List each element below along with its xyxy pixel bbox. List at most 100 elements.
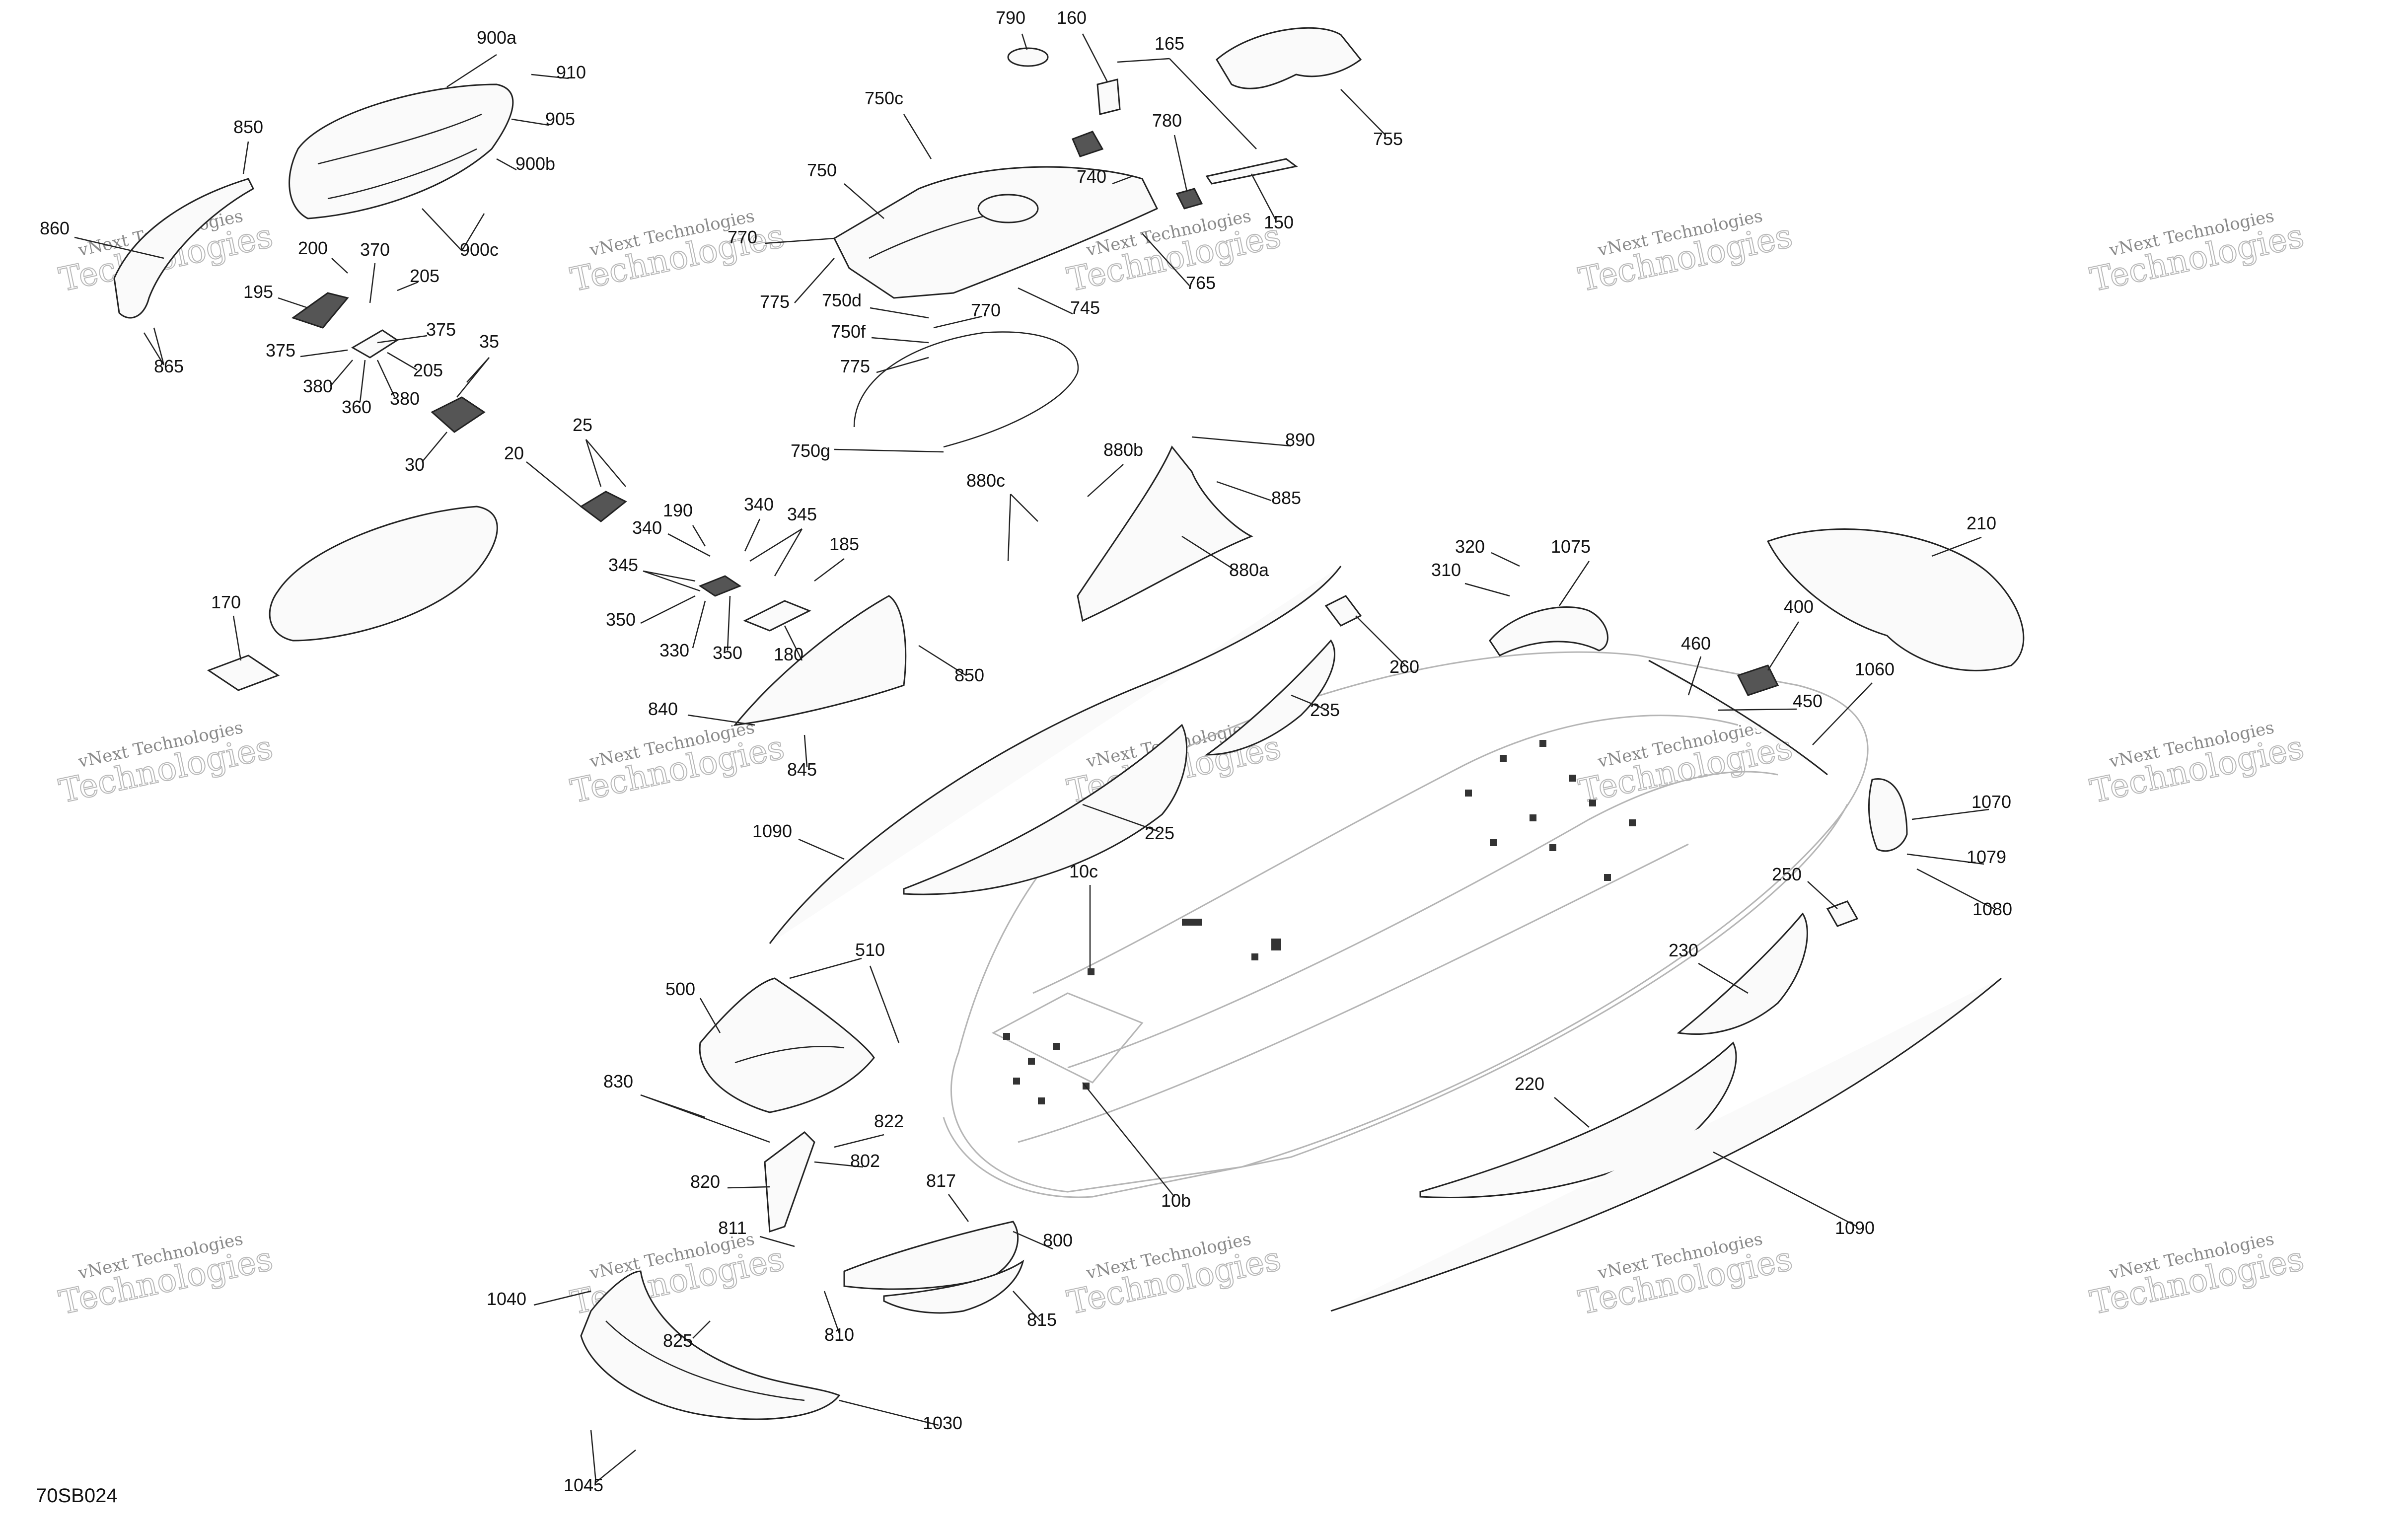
hull-nuts bbox=[1003, 740, 1636, 1104]
hood-500 bbox=[699, 977, 875, 1113]
callout-260: 260 bbox=[1389, 656, 1419, 677]
plate-170 bbox=[207, 654, 280, 691]
callout-165: 165 bbox=[1155, 33, 1184, 54]
callout-200: 200 bbox=[298, 238, 328, 258]
callout-375: 375 bbox=[266, 340, 295, 361]
callout-10c: 10c bbox=[1069, 861, 1098, 881]
bracket-185 bbox=[743, 600, 811, 632]
callout-1079: 1079 bbox=[1967, 847, 2006, 867]
rub-rail-1090-right bbox=[1330, 977, 2002, 1312]
callout-10b: 10b bbox=[1161, 1190, 1191, 1211]
callout-815: 815 bbox=[1027, 1309, 1057, 1330]
callout-865: 865 bbox=[154, 356, 184, 376]
callout-880b: 880b bbox=[1103, 439, 1143, 460]
callout-775: 775 bbox=[760, 291, 790, 312]
callout-1090: 1090 bbox=[1835, 1218, 1875, 1238]
seal-loop-750g bbox=[853, 331, 1079, 448]
callout-910: 910 bbox=[556, 62, 586, 82]
callout-35: 35 bbox=[479, 331, 499, 352]
grip-225 bbox=[903, 724, 1188, 895]
callout-890: 890 bbox=[1285, 430, 1315, 450]
callout-330: 330 bbox=[659, 640, 689, 660]
callout-150: 150 bbox=[1264, 212, 1294, 232]
callout-905: 905 bbox=[545, 109, 575, 129]
callout-820: 820 bbox=[690, 1171, 720, 1192]
latch-160 bbox=[1096, 78, 1121, 115]
callout-802: 802 bbox=[850, 1151, 880, 1171]
callout-500: 500 bbox=[665, 979, 695, 999]
callout-1090: 1090 bbox=[752, 821, 792, 841]
callout-195: 195 bbox=[243, 282, 273, 302]
callout-180: 180 bbox=[774, 644, 803, 664]
callout-770: 770 bbox=[728, 227, 757, 247]
callout-205: 205 bbox=[410, 266, 439, 286]
callout-375: 375 bbox=[426, 319, 456, 340]
rub-rail-1090-left bbox=[769, 566, 1342, 944]
callout-310: 310 bbox=[1431, 560, 1461, 580]
callout-770: 770 bbox=[971, 300, 1001, 320]
callout-220: 220 bbox=[1515, 1074, 1544, 1094]
trim-815 bbox=[883, 1259, 1024, 1314]
callout-845: 845 bbox=[787, 759, 817, 780]
cover-790 bbox=[1007, 47, 1049, 67]
callout-775: 775 bbox=[840, 356, 870, 376]
callout-885: 885 bbox=[1271, 488, 1301, 508]
callout-817: 817 bbox=[926, 1170, 956, 1191]
callout-20: 20 bbox=[504, 443, 524, 463]
callout-750c: 750c bbox=[865, 88, 903, 108]
bumper-1030 bbox=[580, 1270, 841, 1420]
callout-900a: 900a bbox=[477, 27, 517, 48]
callout-350: 350 bbox=[713, 643, 742, 663]
callout-811: 811 bbox=[718, 1218, 746, 1238]
bracket-400 bbox=[1737, 664, 1779, 696]
callout-170: 170 bbox=[211, 592, 241, 612]
callout-810: 810 bbox=[824, 1324, 854, 1345]
callout-350: 350 bbox=[606, 609, 636, 630]
callout-360: 360 bbox=[342, 397, 371, 417]
callout-800: 800 bbox=[1043, 1230, 1073, 1250]
callout-750: 750 bbox=[807, 160, 837, 180]
callout-1060: 1060 bbox=[1855, 659, 1895, 679]
callout-745: 745 bbox=[1070, 297, 1100, 318]
diagram-reference: 70SB024 bbox=[36, 1485, 118, 1507]
callout-510: 510 bbox=[855, 940, 885, 960]
callout-345: 345 bbox=[608, 555, 638, 575]
callout-1030: 1030 bbox=[923, 1413, 962, 1433]
callout-840: 840 bbox=[648, 699, 678, 719]
callout-1080: 1080 bbox=[1972, 899, 2012, 919]
callout-1075: 1075 bbox=[1551, 536, 1591, 557]
callout-1040: 1040 bbox=[487, 1289, 526, 1309]
callout-340: 340 bbox=[744, 494, 774, 514]
callout-1045: 1045 bbox=[564, 1475, 603, 1495]
gasket-loop bbox=[269, 506, 498, 642]
callout-750f: 750f bbox=[831, 321, 866, 342]
grip-230 bbox=[1677, 912, 1808, 1035]
callout-880c: 880c bbox=[966, 470, 1005, 491]
callout-750d: 750d bbox=[822, 290, 862, 310]
callout-1070: 1070 bbox=[1971, 792, 2011, 812]
panel-180 bbox=[733, 595, 907, 726]
callout-825: 825 bbox=[663, 1330, 693, 1351]
bumper-1075 bbox=[1489, 606, 1608, 656]
callout-750g: 750g bbox=[791, 440, 830, 461]
callout-380: 380 bbox=[390, 388, 420, 409]
callout-850: 850 bbox=[233, 117, 263, 137]
cap-250 bbox=[1826, 900, 1859, 927]
mat-755 bbox=[1216, 27, 1362, 89]
side-trim-880a bbox=[1077, 445, 1253, 622]
bracket-780 bbox=[1072, 131, 1203, 210]
handle-195 bbox=[291, 292, 349, 329]
callout-900c: 900c bbox=[460, 239, 499, 260]
callout-25: 25 bbox=[573, 415, 592, 435]
callout-225: 225 bbox=[1145, 823, 1174, 843]
